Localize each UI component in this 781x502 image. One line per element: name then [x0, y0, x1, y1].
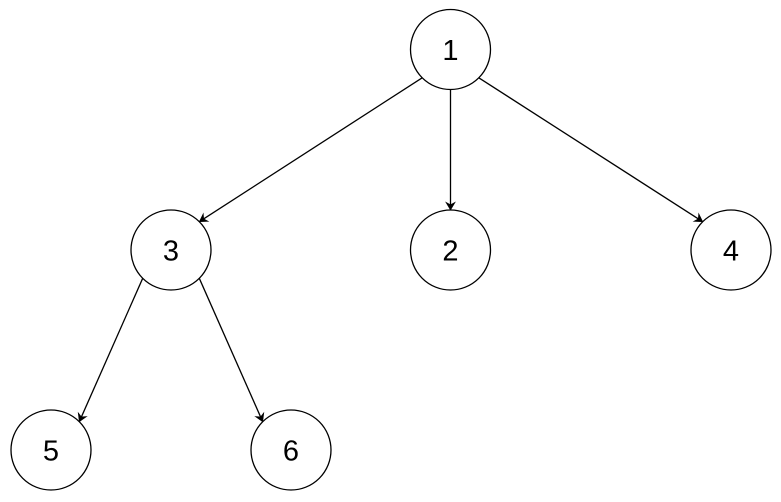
- svg-text:2: 2: [442, 236, 458, 268]
- svg-text:6: 6: [283, 436, 299, 468]
- svg-text:1: 1: [442, 35, 458, 67]
- svg-text:3: 3: [163, 236, 179, 268]
- svg-text:4: 4: [723, 236, 739, 268]
- svg-text:5: 5: [43, 436, 59, 468]
